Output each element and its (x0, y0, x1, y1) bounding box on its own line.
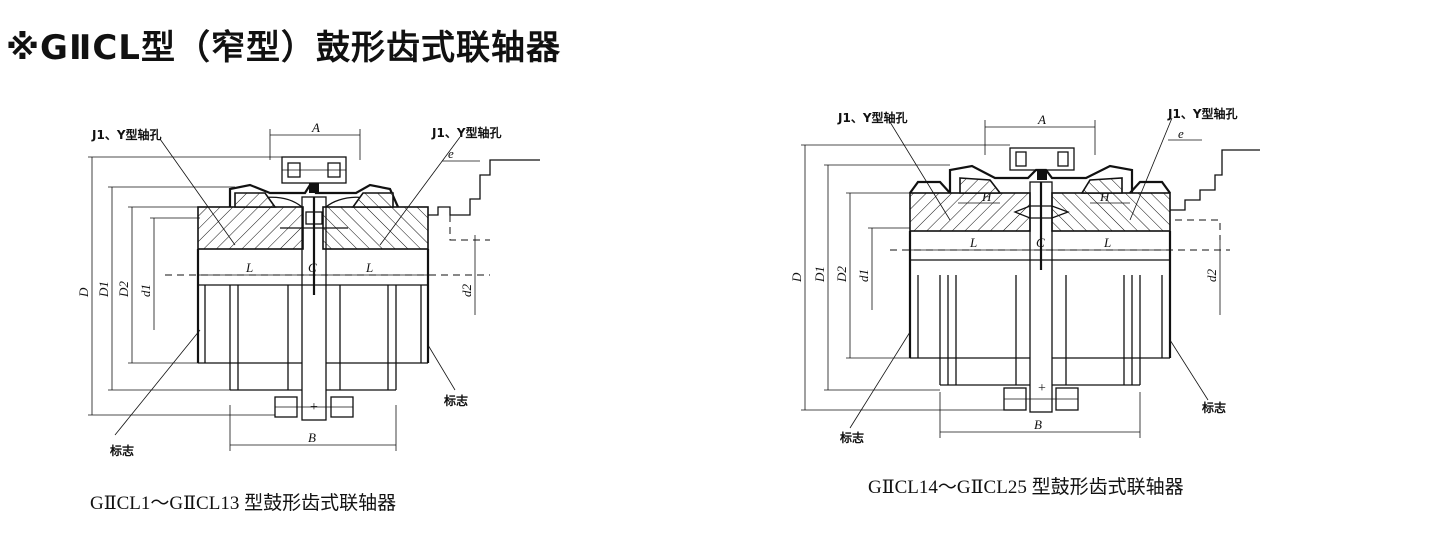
label-D2: D2 (116, 281, 131, 298)
label-A: A (1037, 112, 1046, 127)
svg-text:+: + (310, 400, 318, 415)
label-e: e (1178, 126, 1184, 141)
label-B: B (308, 430, 316, 445)
label-mark-right: 标志 (443, 393, 468, 408)
label-d2: d2 (1204, 269, 1219, 283)
left-hub-section (909, 192, 1031, 232)
caption-left: GⅡCL1～GⅡCL13 型鼓形齿式联轴器 (90, 493, 397, 514)
label-mark-right: 标志 (1201, 400, 1226, 415)
label-L-right: L (1103, 235, 1111, 250)
label-shaft-hole-right: J1、Y型轴孔 (431, 125, 502, 140)
label-B: B (1034, 417, 1042, 432)
label-d1: d1 (138, 284, 153, 297)
label-e: e (448, 146, 454, 161)
drawing-gllcl1-13: + J1、Y型轴孔 J1、Y型轴孔 A e L C L B D D1 D2 d1… (70, 115, 550, 470)
label-C: C (1036, 235, 1045, 250)
label-L-left: L (969, 235, 977, 250)
label-shaft-hole-left: J1、Y型轴孔 (91, 127, 162, 142)
label-D1: D1 (96, 281, 111, 298)
svg-text:+: + (1038, 381, 1046, 396)
page-title: ※GⅡCL型（窄型）鼓形齿式联轴器 (6, 28, 561, 68)
label-d1: d1 (856, 269, 871, 282)
label-L-left: L (245, 260, 253, 275)
label-D1: D1 (812, 266, 827, 283)
label-d2: d2 (459, 284, 474, 298)
label-mark-left: 标志 (109, 443, 134, 458)
label-C: C (308, 260, 317, 275)
label-D: D (790, 272, 804, 283)
caption-right: GⅡCL14～GⅡCL25 型鼓形齿式联轴器 (868, 477, 1184, 498)
label-mark-left: 标志 (839, 430, 864, 445)
label-D: D (76, 287, 91, 298)
top-bolt (1009, 147, 1075, 171)
label-L-right: L (365, 260, 373, 275)
drawing-gllcl14-25: + J1、Y型轴孔 J1、Y型轴孔 A e H H L C L B D D1 D… (790, 100, 1280, 455)
label-shaft-hole-right: J1、Y型轴孔 (1167, 106, 1238, 121)
label-A: A (311, 120, 320, 135)
label-shaft-hole-left: J1、Y型轴孔 (837, 110, 908, 125)
label-D2: D2 (834, 266, 849, 283)
label-H-left: H (981, 189, 992, 204)
right-hub-section (1051, 192, 1171, 232)
label-H-right: H (1099, 189, 1110, 204)
